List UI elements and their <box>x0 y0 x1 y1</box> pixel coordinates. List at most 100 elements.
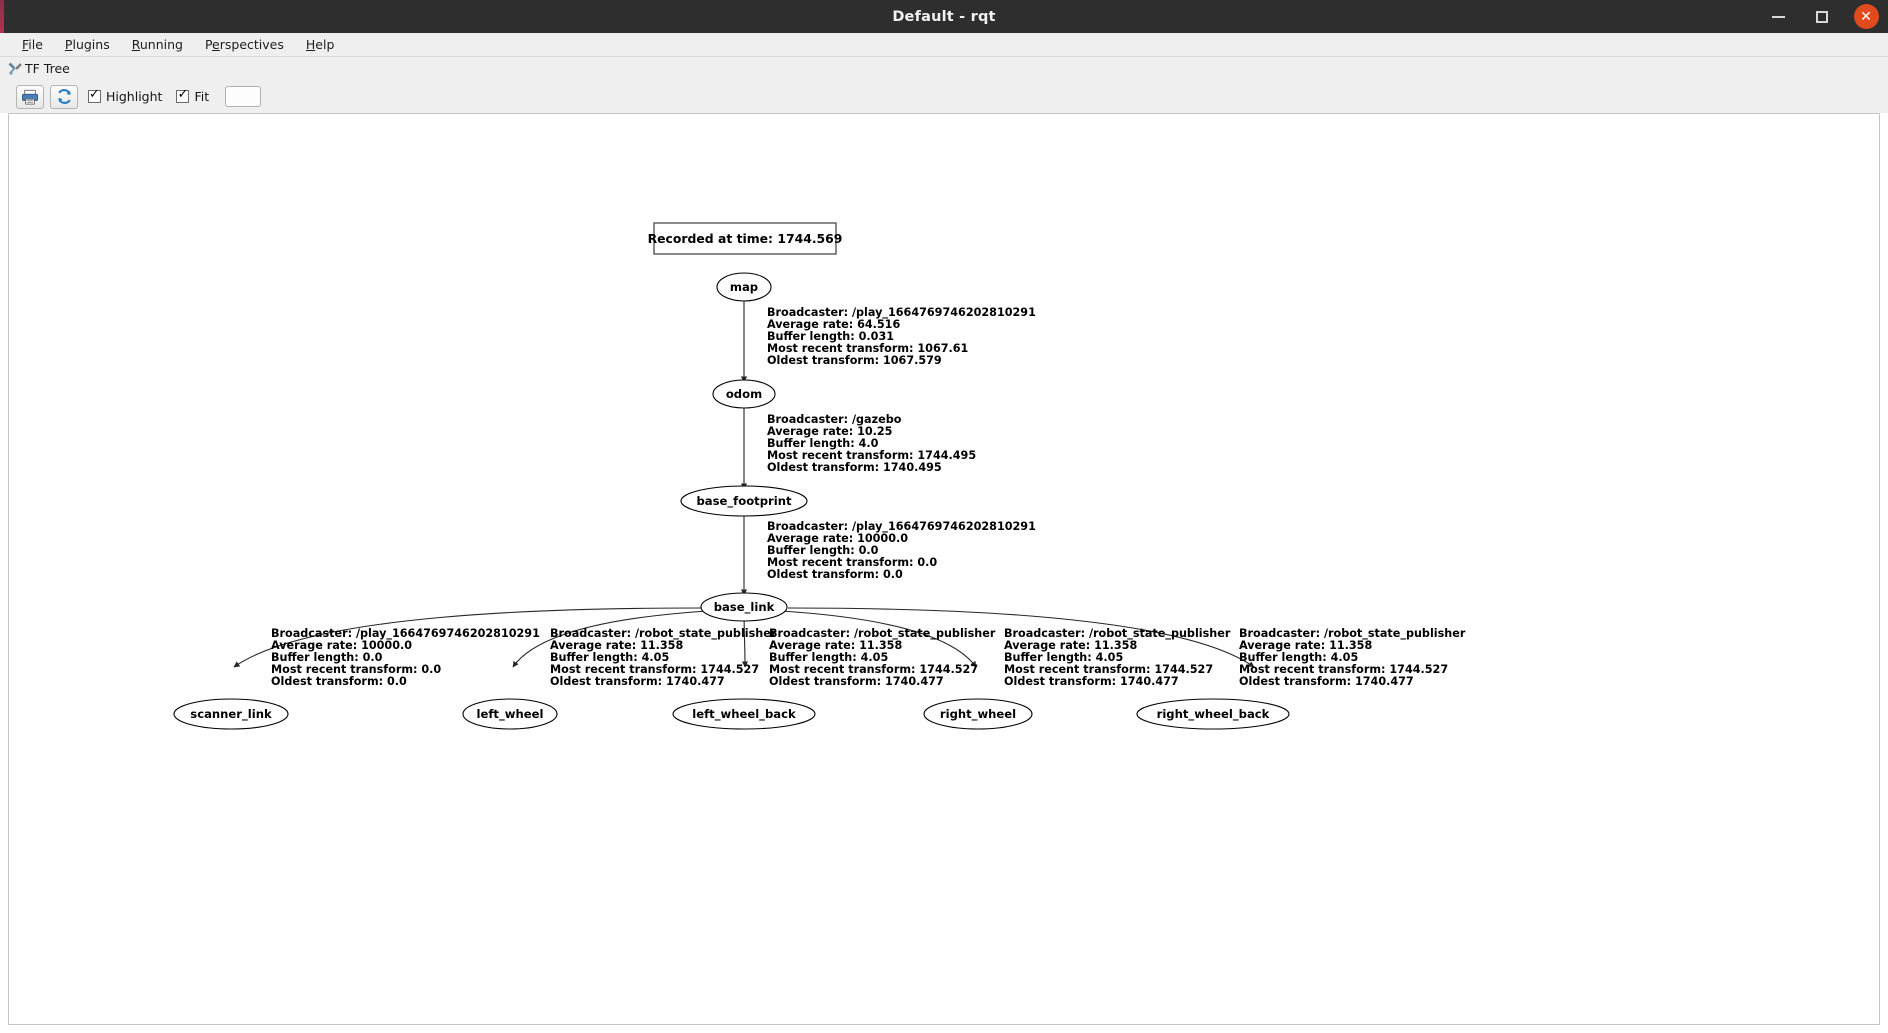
fit-checkbox-label: Fit <box>194 89 210 104</box>
edge-label-line: Most recent transform: 1744.527 <box>769 663 978 676</box>
node-left_wheel-label: left_wheel <box>477 707 544 722</box>
edge-label-map-odom: Broadcaster: /play_1664769746202810291 A… <box>767 306 1036 367</box>
edge-label-line: Most recent transform: 0.0 <box>767 556 937 569</box>
node-left_wheel[interactable]: left_wheel <box>462 698 558 730</box>
edge-label-line: Oldest transform: 1740.477 <box>769 675 944 688</box>
node-odom[interactable]: odom <box>712 379 776 409</box>
node-base_footprint-label: base_footprint <box>697 494 792 509</box>
menu-item-help[interactable]: Help <box>305 37 335 52</box>
minimize-icon <box>1771 15 1785 18</box>
plugin-toolbar: Highlight Fit <box>0 80 1888 189</box>
edge-base_link-right_wheel_back <box>787 607 1255 668</box>
edge-label-line: Most recent transform: 1744.527 <box>550 663 759 676</box>
menu-item-perspectives[interactable]: Perspectives <box>204 37 284 52</box>
edge-label-line: Buffer length: 0.0 <box>271 651 383 664</box>
dock-widget-titlebar: TF Tree D ? - O X <box>0 57 1888 133</box>
recorded-time-box: Recorded at time: 1744.569 <box>648 222 843 255</box>
edge-label-base_link-left_wheel_back: Broadcaster: /robot_state_publisher Aver… <box>769 627 996 688</box>
recorded-time-label: Recorded at time: 1744.569 <box>648 231 843 246</box>
edge-label-line: Buffer length: 4.05 <box>1239 651 1358 664</box>
edge-label-line: Most recent transform: 0.0 <box>271 663 441 676</box>
edge-label-base_link-right_wheel_back: Broadcaster: /robot_state_publisher Aver… <box>1239 627 1466 688</box>
print-button[interactable] <box>16 84 44 109</box>
window-title: Default - rqt <box>892 8 996 25</box>
edge-label-line: Most recent transform: 1744.527 <box>1239 663 1448 676</box>
maximize-window-button[interactable] <box>1800 0 1844 33</box>
edge-label-line: Average rate: 10000.0 <box>767 532 908 545</box>
filter-input[interactable] <box>225 86 262 107</box>
fit-checkbox[interactable]: Fit <box>176 88 210 104</box>
window-controls: ✕ <box>1756 0 1888 33</box>
fit-checkbox-box <box>176 88 190 103</box>
edge-label-line: Oldest transform: 0.0 <box>767 568 903 581</box>
edge-label-line: Oldest transform: 0.0 <box>271 675 407 688</box>
edge-label-line: Broadcaster: /robot_state_publisher <box>1004 627 1231 640</box>
edge-label-line: Broadcaster: /robot_state_publisher <box>550 627 777 640</box>
edge-base_link-scanner_link <box>233 607 702 668</box>
edge-label-line: Buffer length: 0.031 <box>767 330 894 343</box>
menu-item-file[interactable]: FFileile <box>22 37 43 52</box>
edge-label-line: Most recent transform: 1744.495 <box>767 449 976 462</box>
node-left_wheel_back[interactable]: left_wheel_back <box>672 698 816 730</box>
edge-label-base_footprint-base_link: Broadcaster: /play_1664769746202810291 A… <box>767 520 1036 581</box>
edge-label-line: Broadcaster: /play_1664769746202810291 <box>767 520 1036 533</box>
node-map[interactable]: map <box>716 272 772 302</box>
edge-base_link-right_wheel <box>780 610 977 668</box>
edge-label-line: Buffer length: 4.0 <box>767 437 879 450</box>
titlebar-accent-stripe <box>0 0 4 33</box>
menu-item-running[interactable]: Running <box>131 37 183 52</box>
edge-label-line: Oldest transform: 1740.477 <box>1239 675 1414 688</box>
highlight-checkbox[interactable]: Highlight <box>88 88 163 104</box>
node-left_wheel_back-label: left_wheel_back <box>692 707 796 722</box>
edge-label-line: Buffer length: 4.05 <box>550 651 669 664</box>
minimize-window-button[interactable] <box>1756 0 1800 33</box>
close-window-button[interactable]: ✕ <box>1844 0 1888 33</box>
highlight-checkbox-box <box>88 88 101 103</box>
node-right_wheel_back[interactable]: right_wheel_back <box>1136 698 1290 730</box>
edge-label-odom-base_footprint: Broadcaster: /gazebo Average rate: 10.25… <box>767 413 976 474</box>
edge-label-line: Oldest transform: 1067.579 <box>767 354 942 367</box>
node-base_footprint[interactable]: base_footprint <box>680 485 808 517</box>
edge-label-line: Average rate: 11.358 <box>1239 639 1372 652</box>
edge-label-line: Broadcaster: /robot_state_publisher <box>769 627 996 640</box>
edge-label-line: Broadcaster: /gazebo <box>767 413 902 426</box>
highlight-checkbox-label: Highlight <box>106 89 163 104</box>
edge-label-line: Broadcaster: /play_1664769746202810291 <box>271 627 540 640</box>
node-right_wheel_back-label: right_wheel_back <box>1157 707 1270 722</box>
edge-label-line: Average rate: 64.516 <box>767 318 900 331</box>
edge-label-line: Buffer length: 4.05 <box>1004 651 1123 664</box>
dock-title-label: TF Tree <box>25 61 70 76</box>
close-icon: ✕ <box>1853 4 1879 29</box>
tf-tree-canvas[interactable]: Recorded at time: 1744.569 map odom base… <box>8 113 1880 1025</box>
edge-label-line: Most recent transform: 1744.527 <box>1004 663 1213 676</box>
refresh-graph-button[interactable] <box>50 84 78 109</box>
edge-label-base_link-left_wheel: Broadcaster: /robot_state_publisher Aver… <box>550 627 777 688</box>
edge-label-line: Buffer length: 4.05 <box>769 651 888 664</box>
edge-label-line: Average rate: 11.358 <box>769 639 902 652</box>
node-base_link-label: base_link <box>714 600 775 615</box>
edge-label-line: Oldest transform: 1740.477 <box>1004 675 1179 688</box>
edge-label-base_link-scanner_link: Broadcaster: /play_1664769746202810291 A… <box>271 627 540 688</box>
edge-label-line: Average rate: 11.358 <box>550 639 683 652</box>
node-scanner_link-label: scanner_link <box>190 707 272 722</box>
edge-label-line: Average rate: 10000.0 <box>271 639 412 652</box>
edge-base_link-left_wheel <box>512 610 710 668</box>
window-titlebar: Default - rqt ✕ <box>0 0 1888 33</box>
edge-label-line: Average rate: 10.25 <box>767 425 892 438</box>
node-map-label: map <box>730 280 758 294</box>
edge-label-line: Buffer length: 0.0 <box>767 544 879 557</box>
menu-item-plugins[interactable]: Plugins <box>64 37 110 52</box>
refresh-icon <box>57 89 71 104</box>
node-scanner_link[interactable]: scanner_link <box>173 698 289 730</box>
recorded-time-box-rect <box>653 222 837 255</box>
menu-bar: FFileile Plugins Running Perspectives He… <box>0 33 1888 57</box>
maximize-icon <box>1816 10 1828 23</box>
edge-label-base_link-right_wheel: Broadcaster: /robot_state_publisher Aver… <box>1004 627 1231 688</box>
node-right_wheel-label: right_wheel <box>940 707 1016 722</box>
tf-graph: Recorded at time: 1744.569 map odom base… <box>173 222 1466 730</box>
node-odom-label: odom <box>726 387 762 401</box>
node-base_link[interactable]: base_link <box>700 592 788 622</box>
edge-label-line: Oldest transform: 1740.477 <box>550 675 725 688</box>
node-right_wheel[interactable]: right_wheel <box>923 698 1033 730</box>
printer-icon <box>22 89 38 105</box>
